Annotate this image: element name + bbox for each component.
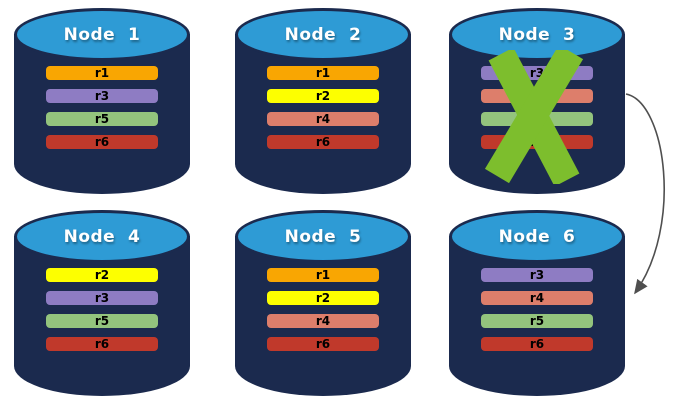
replica-bar: r4 <box>267 314 379 328</box>
replica-bar: r1 <box>46 66 158 80</box>
replica-list: r1 r2 r4 r6 <box>267 66 379 158</box>
replica-bar: r2 <box>267 291 379 305</box>
replica-bar: r6 <box>267 135 379 149</box>
node-cylinder-3: Node 3 r3 r4 r5 r6 <box>449 8 625 194</box>
cylinder-top: Node 2 <box>235 8 411 61</box>
node-cylinder-4: Node 4 r2 r3 r5 r6 <box>14 210 190 396</box>
replica-bar: r1 <box>267 66 379 80</box>
node-title: Node 2 <box>284 24 362 45</box>
replica-bar: r1 <box>267 268 379 282</box>
cylinder-top: Node 1 <box>14 8 190 61</box>
node-cylinder-2: Node 2 r1 r2 r4 r6 <box>235 8 411 194</box>
node-title: Node 6 <box>498 226 576 247</box>
cylinder-top: Node 4 <box>14 210 190 263</box>
replica-bar: r6 <box>481 337 593 351</box>
node-cylinder-6: Node 6 r3 r4 r5 r6 <box>449 210 625 396</box>
replica-bar: r2 <box>267 89 379 103</box>
x-stroke <box>485 50 583 184</box>
replica-bar: r5 <box>46 314 158 328</box>
replica-list: r1 r3 r5 r6 <box>46 66 158 158</box>
replica-bar: r6 <box>267 337 379 351</box>
replica-bar: r4 <box>267 112 379 126</box>
replica-list: r2 r3 r5 r6 <box>46 268 158 360</box>
node-title: Node 3 <box>498 24 576 45</box>
node-title: Node 5 <box>284 226 362 247</box>
node-cylinder-1: Node 1 r1 r3 r5 r6 <box>14 8 190 194</box>
cylinder-top: Node 5 <box>235 210 411 263</box>
node-cylinder-5: Node 5 r1 r2 r4 r6 <box>235 210 411 396</box>
replica-bar: r5 <box>481 314 593 328</box>
replica-bar: r5 <box>46 112 158 126</box>
cylinder-top: Node 3 <box>449 8 625 61</box>
replica-bar: r4 <box>481 291 593 305</box>
cylinder-top: Node 6 <box>449 210 625 263</box>
node-title: Node 4 <box>63 226 141 247</box>
replica-bar: r3 <box>46 89 158 103</box>
replica-bar: r3 <box>481 268 593 282</box>
replica-list: r1 r2 r4 r6 <box>267 268 379 360</box>
replica-bar: r2 <box>46 268 158 282</box>
replica-bar: r3 <box>46 291 158 305</box>
replica-bar: r6 <box>46 337 158 351</box>
replica-list: r3 r4 r5 r6 <box>481 268 593 360</box>
failure-x-icon <box>485 50 583 184</box>
replica-bar: r6 <box>46 135 158 149</box>
node-title: Node 1 <box>63 24 141 45</box>
arrow-path <box>625 93 665 295</box>
